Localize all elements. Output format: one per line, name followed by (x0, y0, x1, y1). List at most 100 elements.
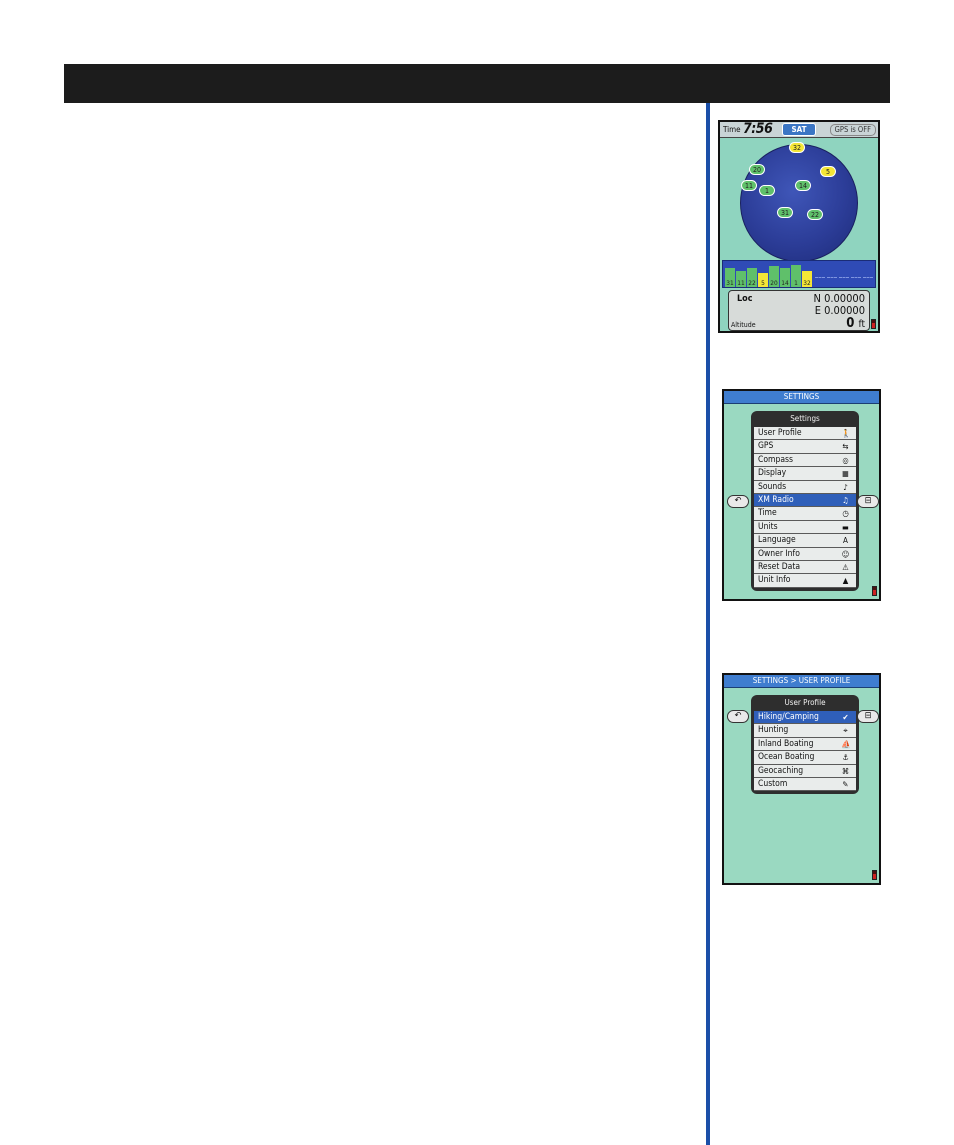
menu-item-label: Display (758, 468, 787, 479)
signal-bar: 31 (725, 267, 735, 287)
battery-icon (872, 870, 877, 880)
satellite-marker: 14 (795, 180, 811, 191)
menu-header: Settings (790, 414, 820, 423)
speaker-icon: ♪ (843, 482, 848, 492)
signal-bar-empty (827, 277, 837, 287)
signal-bar: 11 (736, 271, 746, 287)
signal-bar: 1 (791, 264, 801, 287)
satellite-marker: 20 (749, 164, 765, 175)
menu-item[interactable]: Units▬ (754, 520, 856, 535)
location-panel: Loc N 0.00000 E 0.00000 Altitude 0 ft (728, 290, 870, 331)
display-icon: ▦ (842, 469, 849, 479)
satellite-marker: 1 (759, 185, 775, 196)
boat-icon: ⛵ (841, 739, 851, 749)
page-header-bar (64, 64, 890, 103)
custom-profile-icon: ✎ (842, 779, 849, 789)
clock-icon: ◷ (842, 509, 849, 519)
signal-bar-empty (851, 277, 861, 287)
signal-bar: 22 (747, 267, 757, 287)
ship-icon: ⚓ (842, 753, 849, 763)
compass-icon: ◎ (842, 455, 849, 465)
satellite-marker: 11 (741, 180, 757, 191)
altitude-number: 0 (846, 316, 855, 331)
menu-item[interactable]: Geocaching⌘ (754, 764, 856, 778)
menu-item-label: Ocean Boating (758, 752, 815, 763)
menu-item-label: Custom (758, 778, 788, 789)
altitude-label: Altitude (731, 321, 756, 329)
user-profile-menu-list: Hiking/Camping ✔ Hunting ⌖ Inland Boating ⛵ Oc… (754, 711, 856, 792)
signal-strength-bars: 31 11 22 5 20 14 1 32 (722, 260, 876, 288)
menu-item[interactable]: GPS⇆ (754, 440, 856, 454)
satellite-status-screen: Time 7:56 SAT GPS is OFF 32 20 5 11 1 14… (718, 120, 880, 333)
menu-item-label: Compass (758, 454, 793, 465)
ruler-icon: ▬ (842, 522, 849, 532)
signal-bar: 5 (758, 272, 768, 287)
longitude-value: E 0.00000 (814, 304, 865, 317)
user-profile-screen: SETTINGS > USER PROFILE User Profile Hik… (722, 673, 881, 885)
menu-item-label: XM Radio (758, 494, 794, 505)
tab-sat[interactable]: SAT (782, 123, 816, 136)
info-triangle-icon: ▲ (842, 576, 849, 586)
menu-item-label: User Profile (758, 428, 802, 438)
satellite-marker: 22 (807, 209, 823, 220)
person-icon: ☺ (841, 549, 850, 559)
menu-item[interactable]: Time ◷ (754, 507, 856, 521)
settings-screen: SETTINGS Settings User Profile 🚶 GPS⇆Compa… (722, 389, 881, 601)
menu-item-label: Owner Info (758, 548, 800, 559)
menu-item-label: Sounds (758, 481, 787, 492)
altitude-unit: ft (858, 319, 865, 330)
menu-item-label: Inland Boating (758, 738, 814, 749)
menu-header: User Profile (784, 698, 826, 707)
page-divider-line (706, 103, 710, 1145)
menu-item-label: Hunting (758, 725, 789, 736)
geocache-icon: ⌘ (841, 766, 850, 776)
signal-bar: 32 (802, 271, 812, 287)
menu-item[interactable]: Owner Info ☺ (754, 547, 856, 561)
menu-item[interactable]: Display ▦ (754, 467, 856, 481)
menu-item[interactable]: Unit Info▲ (754, 574, 856, 588)
signal-bar: 14 (780, 267, 790, 287)
satellite-icon: ⇆ (842, 442, 849, 452)
menu-item[interactable]: User Profile 🚶 (754, 427, 856, 441)
menu-item-label: Reset Data (758, 561, 801, 572)
forward-button[interactable]: ⊟ (857, 495, 879, 508)
latitude-value: N 0.00000 (813, 292, 865, 305)
signal-bar-empty (815, 277, 825, 287)
menu-item[interactable]: Reset Data ⚠ (754, 560, 856, 575)
menu-item[interactable]: Inland Boating ⛵ (754, 737, 856, 752)
hiker-icon: 🚶 (841, 429, 851, 438)
settings-menu-list: User Profile 🚶 GPS⇆Compass ◎ Display ▦ Sounds ♪… (754, 427, 856, 588)
satellite-top-bar: Time 7:56 SAT GPS is OFF (720, 122, 878, 138)
warning-icon: ⚠ (842, 562, 849, 572)
user-profile-menu: User Profile Hiking/Camping✔Hunting⌖Inla… (751, 695, 859, 795)
menu-item-label: Time (758, 508, 777, 519)
menu-item[interactable]: Ocean Boating ⚓ (754, 751, 856, 765)
forward-button[interactable]: ⊟ (857, 710, 879, 723)
satellite-marker: 31 (777, 207, 793, 218)
menu-item[interactable]: Compass ◎ (754, 453, 856, 468)
altitude-value: 0 ft (846, 316, 865, 331)
settings-menu: Settings User Profile 🚶 GPS⇆Compass ◎ Displa… (751, 411, 859, 591)
back-button[interactable]: ↶ (727, 710, 749, 723)
hunting-icon: ⌖ (843, 726, 848, 736)
signal-bar-empty (839, 277, 849, 287)
menu-item[interactable]: Custom ✎ (754, 777, 856, 792)
time-label: Time (723, 125, 741, 134)
menu-item[interactable]: XM Radio♫ (754, 493, 856, 508)
checkmark-icon: ✔ (842, 713, 849, 722)
menu-item[interactable]: Hiking/Camping ✔ (754, 711, 856, 725)
screen-title: SETTINGS > USER PROFILE (724, 675, 879, 688)
menu-item-label: Hiking/Camping (758, 712, 819, 722)
screen-title: SETTINGS (724, 391, 879, 404)
gps-status-badge: GPS is OFF (829, 124, 876, 136)
menu-item[interactable]: Hunting ⌖ (754, 724, 856, 738)
sky-view: 32 20 5 11 1 14 31 22 (740, 142, 858, 262)
language-icon: A (843, 536, 848, 546)
battery-icon (871, 319, 876, 329)
satellite-marker: 32 (789, 142, 805, 153)
signal-bar: 20 (769, 266, 779, 287)
back-button[interactable]: ↶ (727, 495, 749, 508)
signal-bar-empty (863, 277, 873, 287)
menu-item[interactable]: Sounds ♪ (754, 480, 856, 494)
